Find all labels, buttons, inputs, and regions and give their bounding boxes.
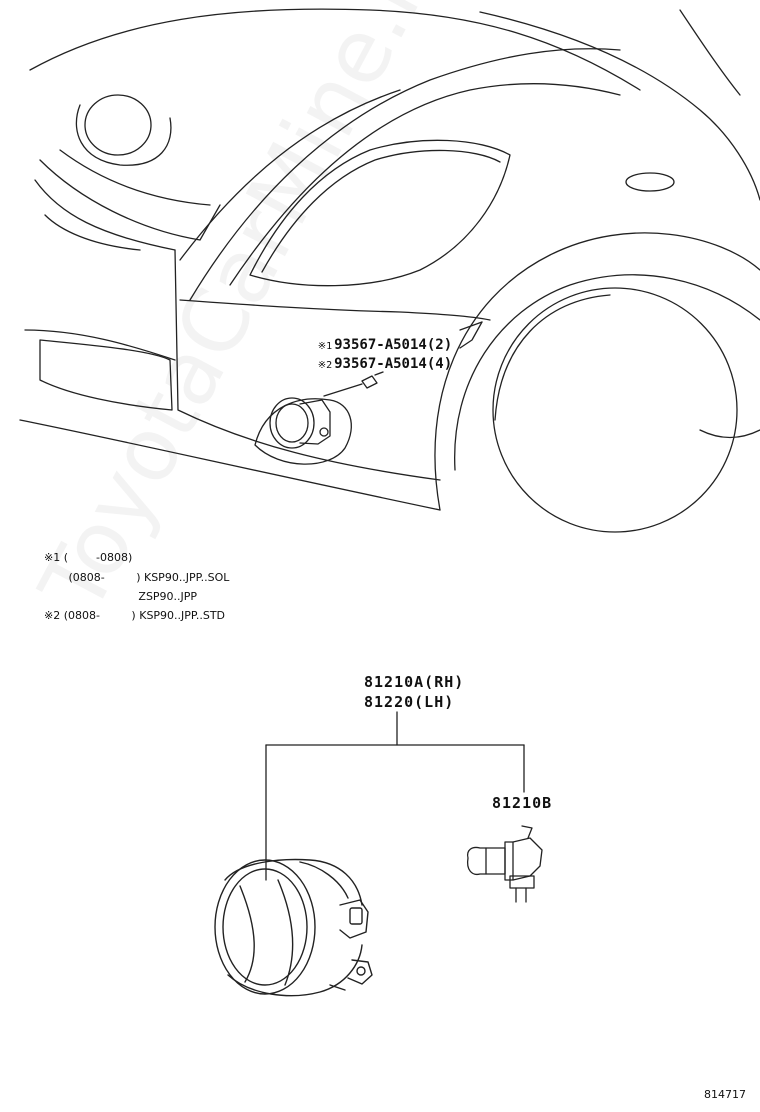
note-line-2: (0808- ) KSP90..JPP..SOL (44, 571, 230, 584)
fog-lamp-assembly (214, 858, 373, 997)
part-number-lh: 81220(LH) (364, 693, 455, 711)
diagram-id: 814717 (704, 1088, 746, 1101)
note-line-1: ※1 ( -0808) (44, 551, 133, 564)
assembly-leader-bracket (265, 711, 525, 881)
fog-lamp-on-car (269, 397, 331, 449)
car-front-outline (19, 8, 760, 533)
fastener-mark-2: ※2 (317, 360, 333, 371)
fastener-part-1: 93567-A5014(2) (334, 337, 453, 353)
note-line-3: ZSP90..JPP (44, 590, 198, 603)
fastener-leader-lines (459, 321, 483, 349)
fastener-part-2: 93567-A5014(4) (334, 356, 453, 372)
part-number-rh: 81210A(RH) (364, 673, 465, 691)
part-number-bulb: 81210B (492, 794, 553, 812)
fastener-mark-1: ※1 (317, 341, 333, 352)
note-line-4: ※2 (0808- ) KSP90..JPP..STD (44, 609, 226, 622)
screw (323, 371, 384, 397)
fog-bulb (466, 825, 543, 903)
